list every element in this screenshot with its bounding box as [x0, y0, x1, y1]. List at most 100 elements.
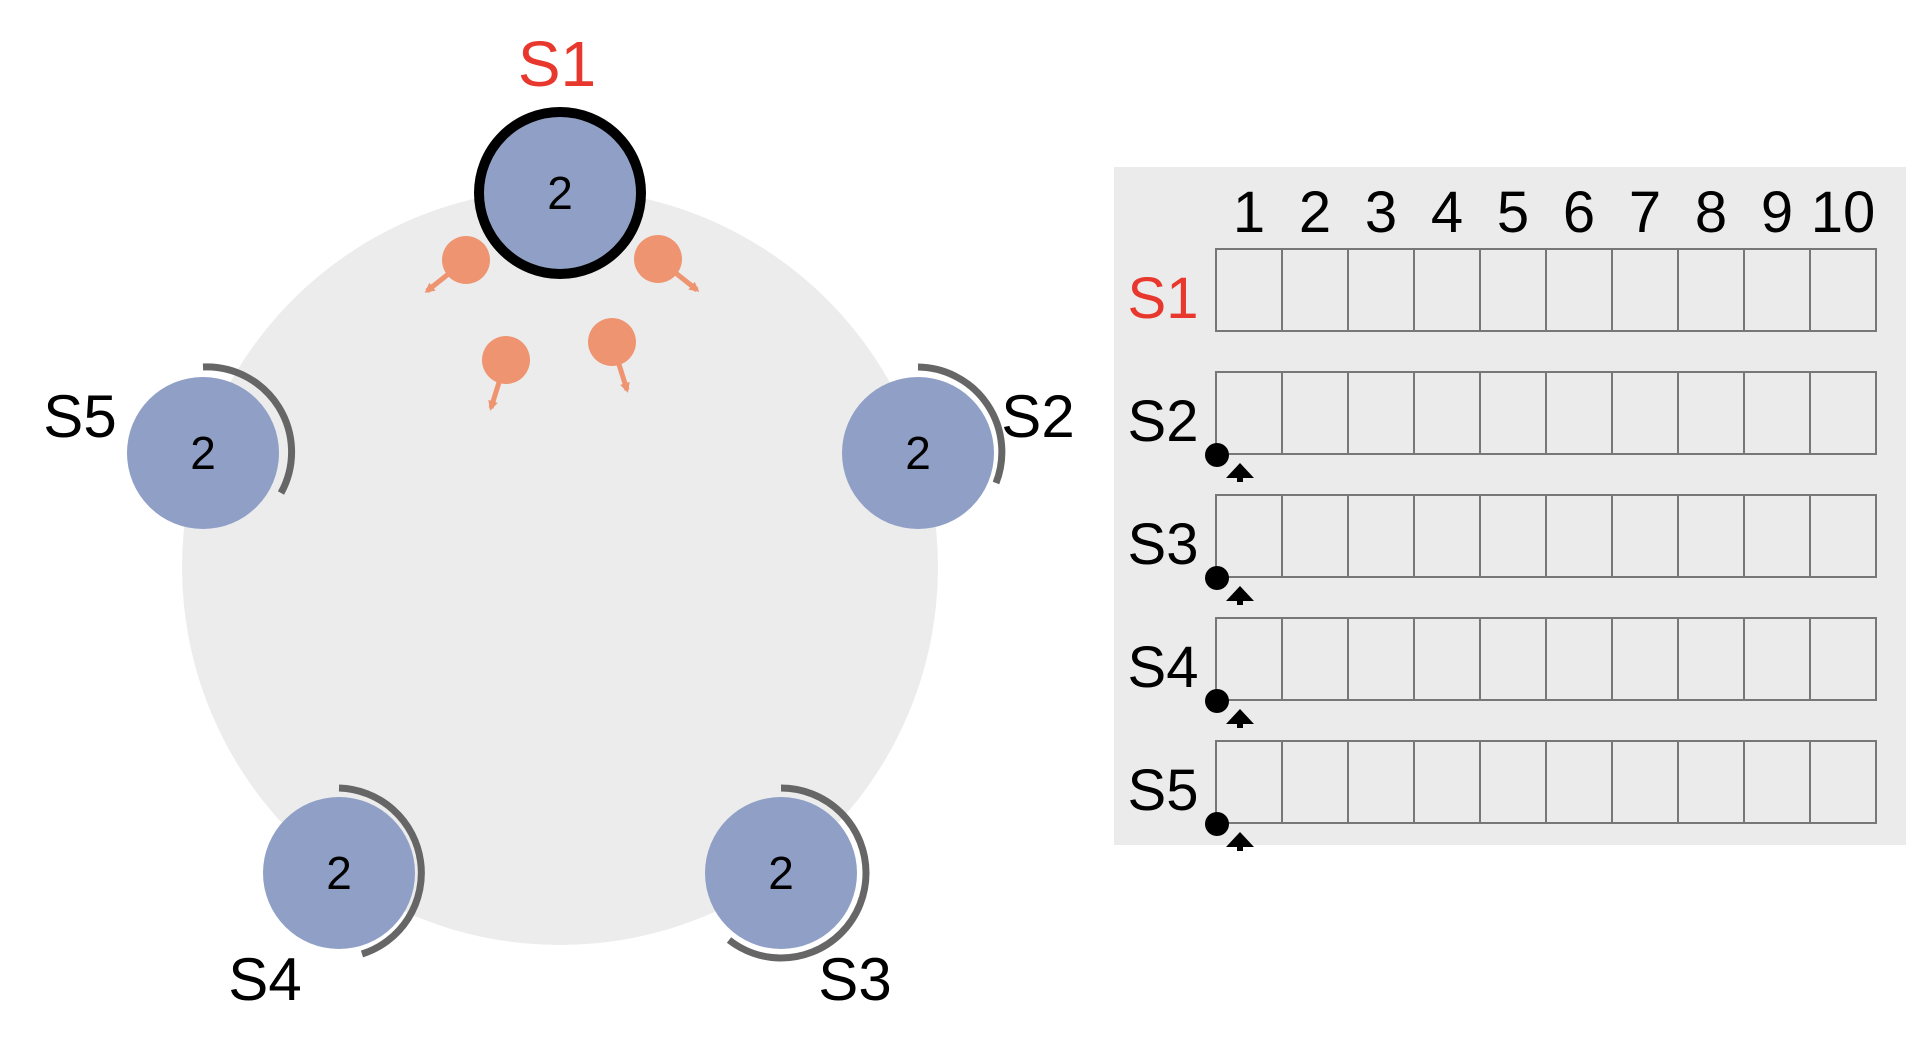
- server-node: [474, 107, 646, 279]
- server-term: 2: [768, 847, 794, 899]
- log-cell: [1215, 740, 1283, 824]
- log-cell: [1413, 248, 1481, 332]
- log-cell: [1347, 617, 1415, 701]
- commit-index-marker: [1205, 443, 1229, 467]
- log-cells: [1215, 248, 1877, 332]
- log-cell: [1677, 740, 1745, 824]
- log-cell: [1545, 371, 1613, 455]
- log-cells: [1215, 740, 1877, 824]
- server-s3[interactable]: 2 S3: [705, 784, 892, 1013]
- rpc-message: [588, 318, 636, 393]
- log-cell: [1413, 617, 1481, 701]
- log-index: 7: [1629, 180, 1661, 245]
- log-row-label: S1: [1128, 266, 1199, 331]
- log-cell: [1545, 617, 1613, 701]
- log-cells: [1215, 494, 1877, 578]
- log-cell: [1347, 740, 1415, 824]
- log-cell: [1281, 248, 1349, 332]
- election-timeout-arc: [202, 363, 296, 495]
- log-cells: [1215, 617, 1877, 701]
- log-cell: [1347, 371, 1415, 455]
- log-cell: [1215, 248, 1283, 332]
- log-cell: [1347, 248, 1415, 332]
- log-cell: [1479, 740, 1547, 824]
- log-cell: [1809, 248, 1877, 332]
- election-timeout-arc: [917, 363, 1006, 485]
- next-index-arrow: [1226, 832, 1254, 851]
- server-label: S4: [228, 946, 301, 1013]
- log-cell: [1413, 494, 1481, 578]
- log-cell: [1743, 617, 1811, 701]
- log-row-label: S3: [1128, 512, 1199, 577]
- server-term: 2: [547, 167, 573, 219]
- log-cell: [1677, 248, 1745, 332]
- server-node: [127, 377, 279, 529]
- log-row-label: S4: [1128, 635, 1199, 700]
- server-node: [263, 797, 415, 949]
- log-cell: [1677, 494, 1745, 578]
- server-node: [705, 797, 857, 949]
- log-cell: [1281, 371, 1349, 455]
- server-label: S2: [1001, 383, 1074, 450]
- log-cell: [1413, 740, 1481, 824]
- cluster-ring: [182, 189, 938, 945]
- server-label: S1: [518, 28, 596, 100]
- log-cell: [1413, 371, 1481, 455]
- log-cell: [1281, 494, 1349, 578]
- commit-index-marker: [1205, 566, 1229, 590]
- log-cell: [1809, 494, 1877, 578]
- log-cell: [1743, 248, 1811, 332]
- server-label: S5: [43, 383, 116, 450]
- log-row-label: S5: [1128, 758, 1199, 823]
- commit-index-marker: [1205, 812, 1229, 836]
- log-index: 5: [1497, 180, 1529, 245]
- log-cell: [1809, 617, 1877, 701]
- log-row-s4: S4: [1128, 617, 1877, 728]
- log-cell: [1479, 494, 1547, 578]
- server-term: 2: [326, 847, 352, 899]
- log-cell: [1611, 494, 1679, 578]
- log-cell: [1545, 494, 1613, 578]
- log-index: 4: [1431, 180, 1463, 245]
- log-cell: [1611, 740, 1679, 824]
- log-row-s3: S3: [1128, 494, 1877, 605]
- log-index: 2: [1299, 180, 1331, 245]
- log-cell: [1743, 494, 1811, 578]
- log-index: 10: [1811, 180, 1876, 245]
- log-cell: [1611, 371, 1679, 455]
- log-cell: [1809, 371, 1877, 455]
- log-cell: [1215, 617, 1283, 701]
- log-cells: [1215, 371, 1877, 455]
- log-cell: [1545, 248, 1613, 332]
- log-cell: [1281, 617, 1349, 701]
- log-cell: [1743, 740, 1811, 824]
- server-term: 2: [905, 427, 931, 479]
- server-s5[interactable]: 2 S5: [43, 363, 296, 529]
- server-s1[interactable]: 2 S1: [474, 28, 646, 279]
- log-cell: [1281, 740, 1349, 824]
- rpc-message: [634, 235, 700, 292]
- log-cell: [1347, 494, 1415, 578]
- log-cell: [1479, 371, 1547, 455]
- server-s4[interactable]: 2 S4: [228, 784, 425, 1013]
- log-cell: [1677, 371, 1745, 455]
- log-cell: [1743, 371, 1811, 455]
- log-cell: [1611, 248, 1679, 332]
- log-row-s5: S5: [1128, 740, 1877, 851]
- log-cell: [1215, 371, 1283, 455]
- log-cell: [1809, 740, 1877, 824]
- log-index: 9: [1761, 180, 1793, 245]
- server-node: [842, 377, 994, 529]
- log-index: 8: [1695, 180, 1727, 245]
- log-cell: [1215, 494, 1283, 578]
- server-term: 2: [190, 427, 216, 479]
- log-index: 3: [1365, 180, 1397, 245]
- log-index-header: 1 2 3 4 5 6 7 8 9 10: [1233, 180, 1875, 245]
- log-cell: [1479, 617, 1547, 701]
- log-cell: [1611, 617, 1679, 701]
- next-index-arrow: [1226, 709, 1254, 728]
- server-s2[interactable]: 2 S2: [842, 363, 1075, 529]
- log-cell: [1545, 740, 1613, 824]
- election-timeout-arc: [338, 784, 425, 958]
- election-timeout-arc: [726, 784, 870, 962]
